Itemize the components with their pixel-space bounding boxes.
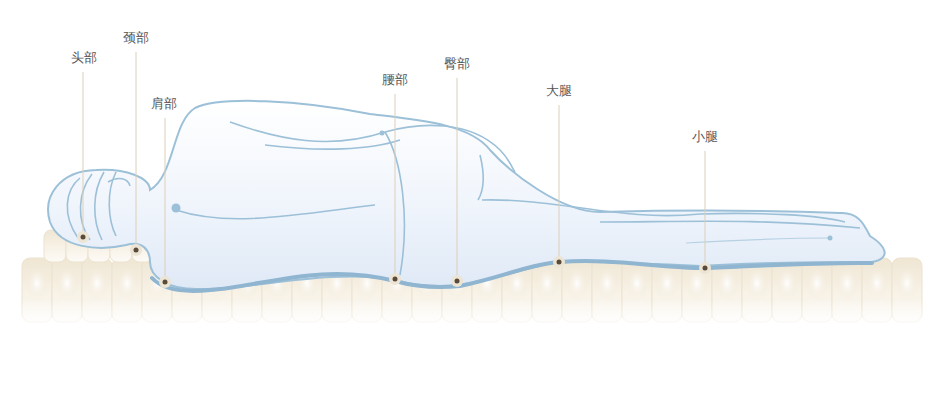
coil-glow bbox=[746, 267, 768, 303]
part-label: 臀部 bbox=[442, 56, 472, 72]
coil-glow bbox=[806, 267, 828, 303]
part-label: 小腿 bbox=[690, 129, 720, 145]
coil-glow bbox=[116, 267, 138, 303]
part-label: 大腿 bbox=[544, 83, 574, 99]
joint-dot bbox=[828, 236, 833, 241]
mattress-fade bbox=[0, 300, 940, 330]
coil-glow bbox=[626, 267, 648, 303]
joint-dot bbox=[172, 204, 181, 213]
coil-glow bbox=[776, 267, 798, 303]
coil-glow bbox=[26, 267, 48, 303]
part-label: 颈部 bbox=[121, 30, 151, 46]
coil-glow bbox=[536, 267, 558, 303]
leader-lines bbox=[83, 52, 705, 278]
coil-glow bbox=[896, 267, 918, 303]
calf-line bbox=[686, 238, 830, 243]
coil-glow bbox=[596, 267, 618, 303]
body-details bbox=[67, 122, 860, 275]
coil-glow bbox=[566, 267, 588, 303]
marker-dots bbox=[77, 231, 711, 288]
part-label: 肩部 bbox=[149, 96, 179, 112]
coil-glow bbox=[56, 267, 78, 303]
part-label: 头部 bbox=[69, 50, 99, 66]
joint-dot bbox=[380, 131, 385, 136]
coil-glow bbox=[656, 267, 678, 303]
coil-glow bbox=[866, 267, 888, 303]
mattress-surface bbox=[152, 261, 872, 291]
coil-glow bbox=[86, 267, 108, 303]
body-outline bbox=[48, 101, 885, 289]
coil-glow bbox=[716, 267, 738, 303]
part-label: 腰部 bbox=[380, 72, 410, 88]
coil-glow bbox=[836, 267, 858, 303]
